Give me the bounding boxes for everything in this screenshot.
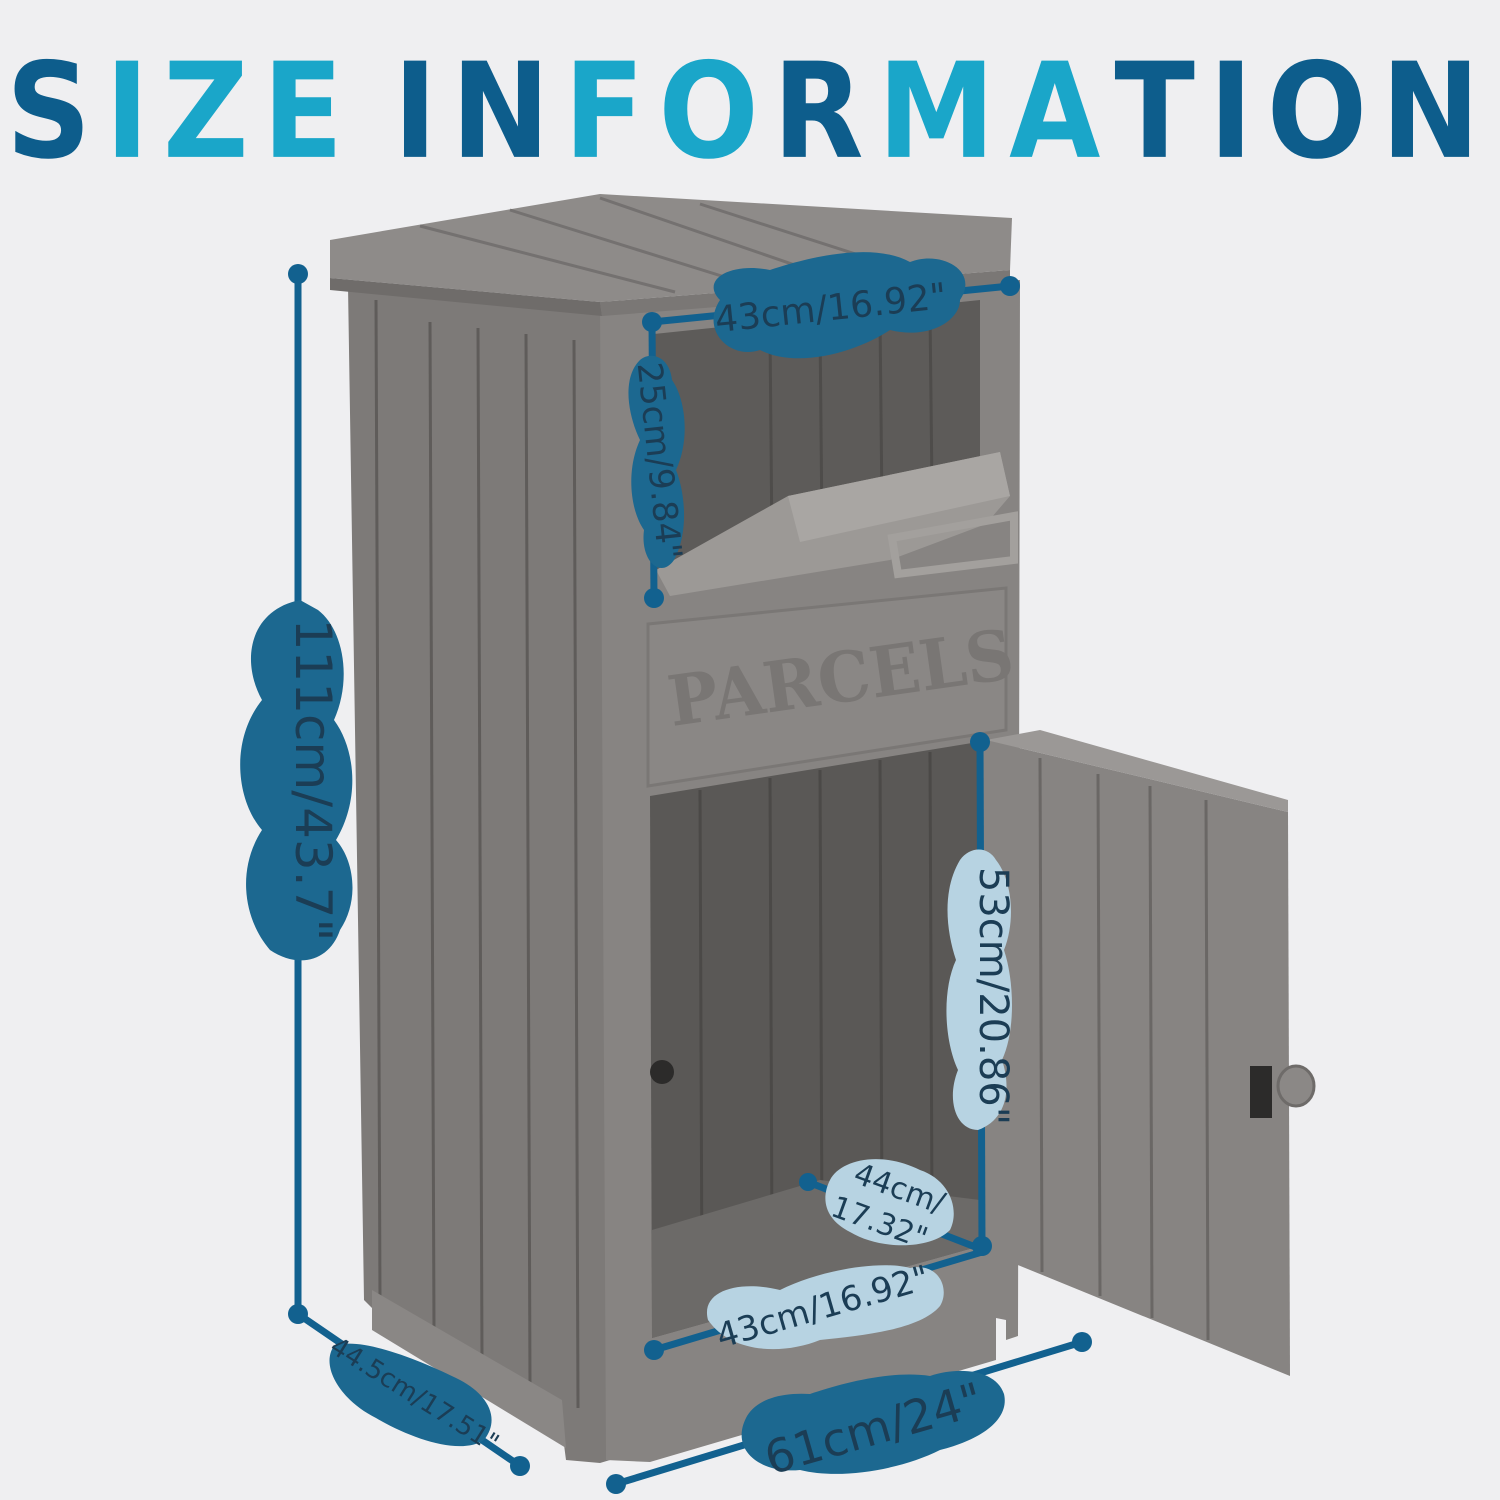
title-letter: Z [163, 33, 263, 189]
title-letter: I [105, 33, 163, 189]
lock-icon[interactable] [650, 1060, 674, 1084]
title-letter: N [1381, 33, 1494, 189]
title-letter: A [1009, 33, 1115, 189]
top-width-badge: 43cm/16.92" [713, 252, 966, 359]
title-letter: O [658, 33, 773, 189]
height-dim-label: 111cm/43.7" [284, 619, 342, 942]
lower-height-dim-label: 53cm/20.86" [970, 867, 1016, 1125]
title-letter: E [262, 33, 358, 189]
parcels-label-panel [646, 586, 1008, 788]
parcel-box: PARCELS [330, 194, 1316, 1463]
padlock-loop-icon [1276, 1064, 1316, 1108]
lower-height-badge: 53cm/20.86" [946, 849, 1016, 1130]
title-letter: R [772, 33, 878, 189]
open-door[interactable] [986, 740, 1290, 1376]
drop-flap-top [788, 452, 1010, 542]
side-base-rail [372, 1290, 566, 1448]
page-title: SIZE INFORMATION [0, 45, 1500, 177]
lid-front-edge [330, 278, 602, 316]
dimension-endpoints [288, 264, 1092, 1494]
drop-flap-handle[interactable] [887, 511, 1018, 579]
side-planks [374, 299, 580, 1409]
height-badge: 111cm/43.7" [240, 600, 353, 961]
lower-inner-ribs [698, 751, 934, 1291]
door-latch-icon[interactable] [1250, 1066, 1272, 1118]
upper-opening [654, 300, 980, 570]
title-letter: O [1266, 33, 1382, 189]
title-letter: N [451, 33, 564, 189]
title-letter: S [6, 33, 106, 189]
title-letter: I [393, 33, 452, 189]
door-planks [1038, 757, 1210, 1341]
door-top-edge [986, 730, 1288, 812]
title-letter: T [1114, 33, 1209, 189]
title-letter: I [1208, 33, 1267, 189]
title-letter: F [563, 33, 659, 189]
title-letter: M [877, 33, 1010, 189]
